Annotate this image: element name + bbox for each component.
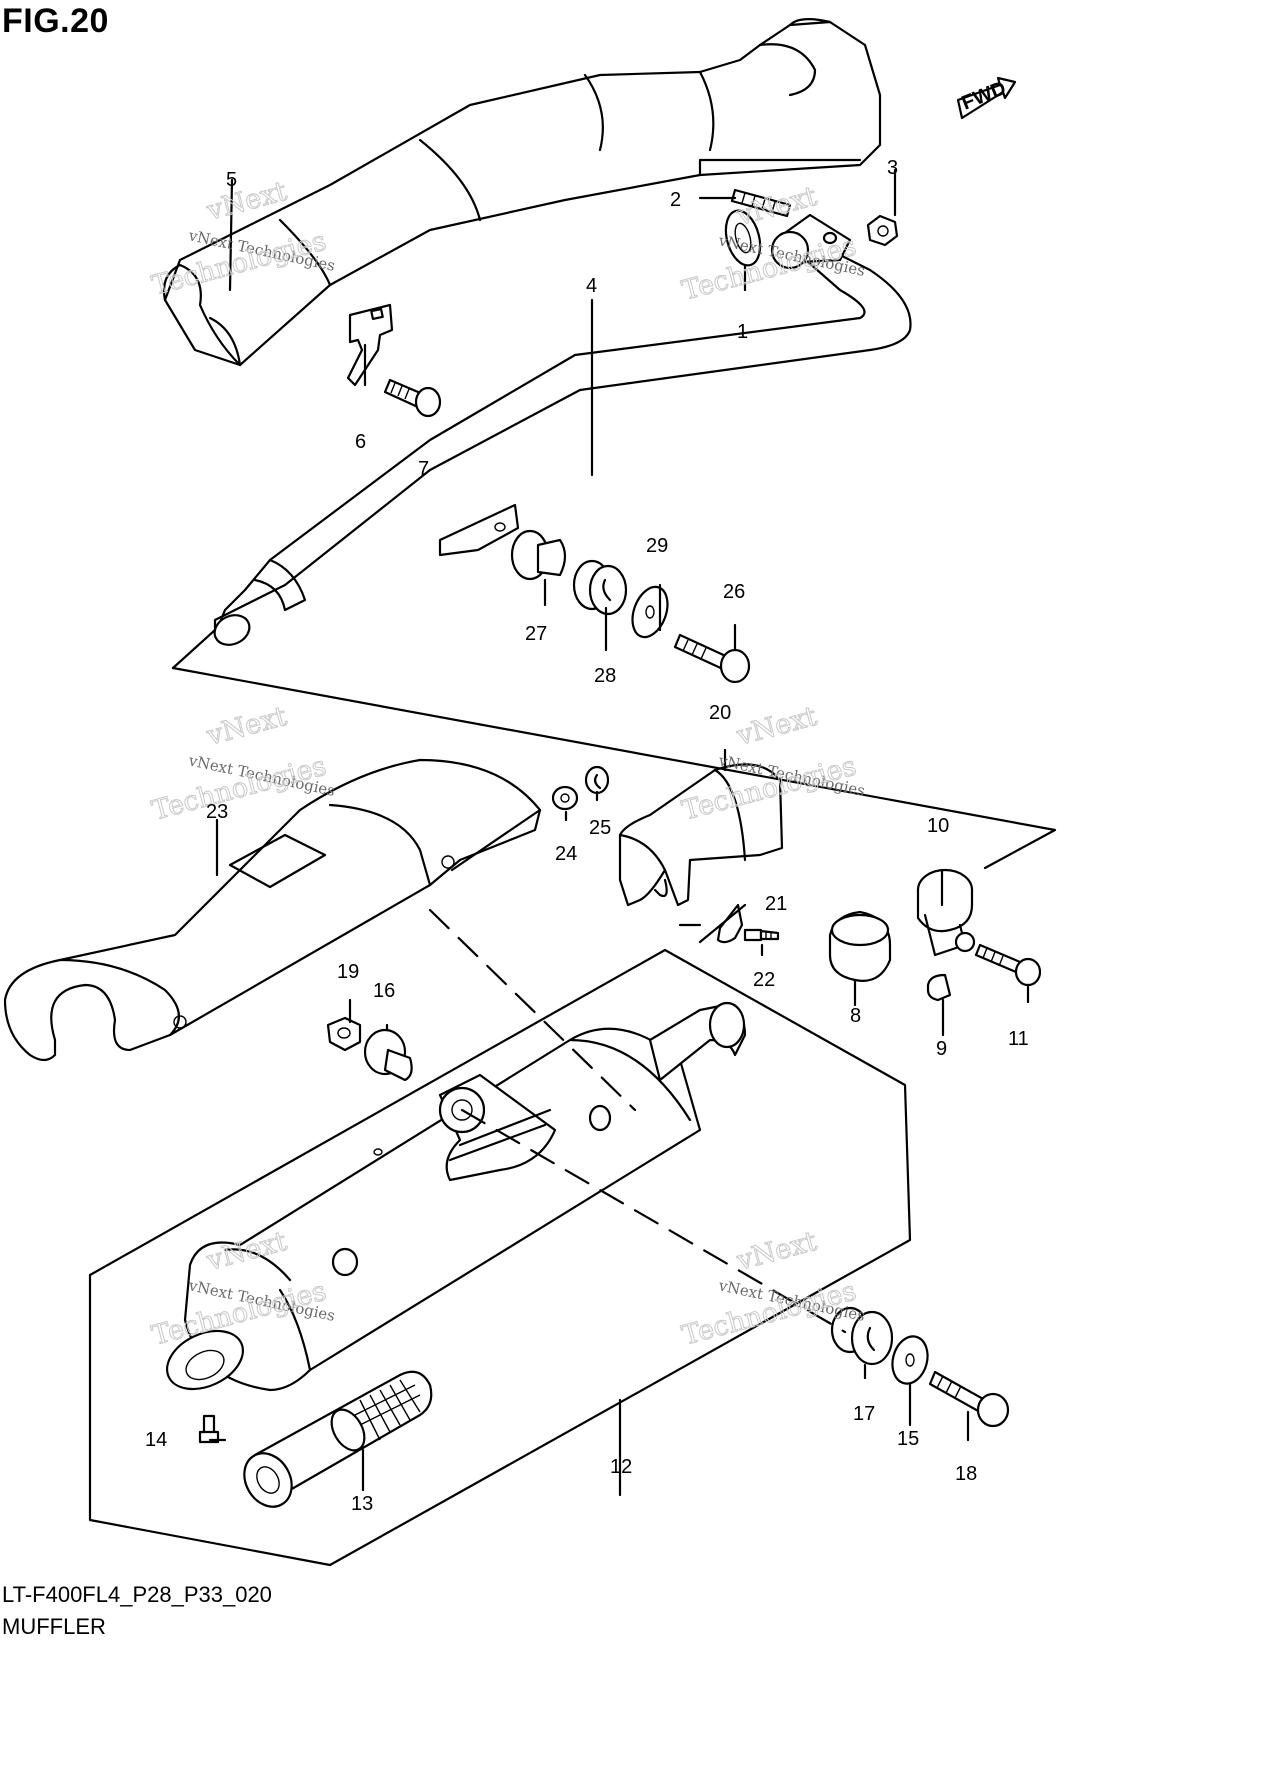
callout-12[interactable]: 12	[610, 1456, 632, 1478]
diagram-name: MUFFLER	[2, 1614, 106, 1639]
muffler-assembly-frame	[88, 948, 912, 1567]
callout-1[interactable]: 1	[737, 321, 748, 343]
callout-2[interactable]: 2	[670, 189, 681, 211]
callout-14[interactable]: 14	[145, 1429, 167, 1451]
outlet-cover-screw[interactable]	[743, 928, 780, 942]
callout-13[interactable]: 13	[351, 1493, 373, 1515]
rear-mount-bolt[interactable]	[928, 1370, 1010, 1428]
callout-3[interactable]: 3	[887, 157, 898, 179]
clamp-spacer[interactable]	[926, 973, 952, 1002]
callout-27[interactable]: 27	[525, 623, 547, 645]
svg-text:vNext: vNext	[733, 1226, 820, 1277]
callout-21[interactable]: 21	[765, 893, 787, 915]
callout-26[interactable]: 26	[723, 581, 745, 603]
clamp-bolt[interactable]	[974, 943, 1042, 987]
exhaust-flange[interactable]	[770, 213, 852, 270]
callout-15[interactable]: 15	[897, 1428, 919, 1450]
callout-10[interactable]: 10	[927, 815, 949, 837]
rear-mount-washer[interactable]	[887, 1332, 932, 1387]
outlet-cover[interactable]	[618, 763, 784, 907]
mount-washer[interactable]	[626, 582, 674, 642]
mount-bolt[interactable]	[673, 633, 751, 684]
muffler-mount-sleeve[interactable]	[363, 1028, 413, 1082]
callout-24[interactable]: 24	[555, 843, 577, 865]
callout-11[interactable]: 11	[1008, 1028, 1029, 1050]
callout-25[interactable]: 25	[589, 817, 611, 839]
spark-arrester-screw[interactable]	[198, 1414, 220, 1444]
muffler-heat-cover[interactable]	[3, 758, 542, 1062]
muffler-connector-gasket[interactable]	[828, 910, 892, 982]
callout-5[interactable]: 5	[226, 169, 237, 191]
fwd-label: FWD	[959, 77, 1009, 114]
callout-20[interactable]: 20	[709, 702, 731, 724]
callout-18[interactable]: 18	[955, 1463, 977, 1485]
callout-16[interactable]: 16	[373, 980, 395, 1002]
callout-22[interactable]: 22	[753, 969, 775, 991]
mount-sleeve[interactable]	[510, 529, 567, 581]
diagram-code: LT-F400FL4_P28_P33_020	[2, 1582, 272, 1607]
callout-6[interactable]: 6	[355, 431, 366, 453]
exhaust-pipe[interactable]	[210, 243, 912, 650]
heat-shield-bolt[interactable]	[383, 378, 442, 418]
heat-shield-bracket[interactable]	[346, 303, 394, 387]
leader-lines	[171, 168, 1057, 1497]
callout-9[interactable]: 9	[936, 1038, 947, 1060]
figure-title: FIG.20	[2, 2, 109, 40]
exhaust-gasket[interactable]	[720, 207, 765, 269]
rear-mount-cushion[interactable]	[830, 1306, 894, 1366]
callout-7[interactable]: 7	[418, 458, 429, 480]
muffler-mount-nut[interactable]	[326, 1016, 362, 1052]
cover-washer[interactable]	[551, 785, 579, 811]
cover-clip[interactable]	[584, 765, 610, 795]
spark-arrester[interactable]	[235, 1370, 433, 1516]
outlet-cover-bracket[interactable]	[716, 903, 744, 944]
callout-labels: 1 2 3 4 5 6 7 8 9 10 11 12 13 14 15 16 1…	[145, 157, 1029, 1515]
muffler-clamp[interactable]	[916, 868, 976, 957]
svg-text:vNext: vNext	[203, 701, 290, 752]
callout-4[interactable]: 4	[586, 275, 597, 297]
exhaust-nut[interactable]	[866, 214, 899, 247]
callout-17[interactable]: 17	[853, 1403, 875, 1425]
forward-direction-badge: FWD	[956, 76, 1017, 120]
svg-text:vNext: vNext	[733, 701, 820, 752]
callout-8[interactable]: 8	[850, 1005, 861, 1027]
callout-29[interactable]: 29	[646, 535, 668, 557]
muffler[interactable]	[158, 1001, 747, 1400]
callout-23[interactable]: 23	[206, 801, 228, 823]
callout-19[interactable]: 19	[337, 961, 359, 983]
exhaust-pipe-heat-shield[interactable]	[162, 18, 882, 367]
callout-28[interactable]: 28	[594, 665, 616, 687]
mount-cushion[interactable]	[572, 559, 628, 616]
